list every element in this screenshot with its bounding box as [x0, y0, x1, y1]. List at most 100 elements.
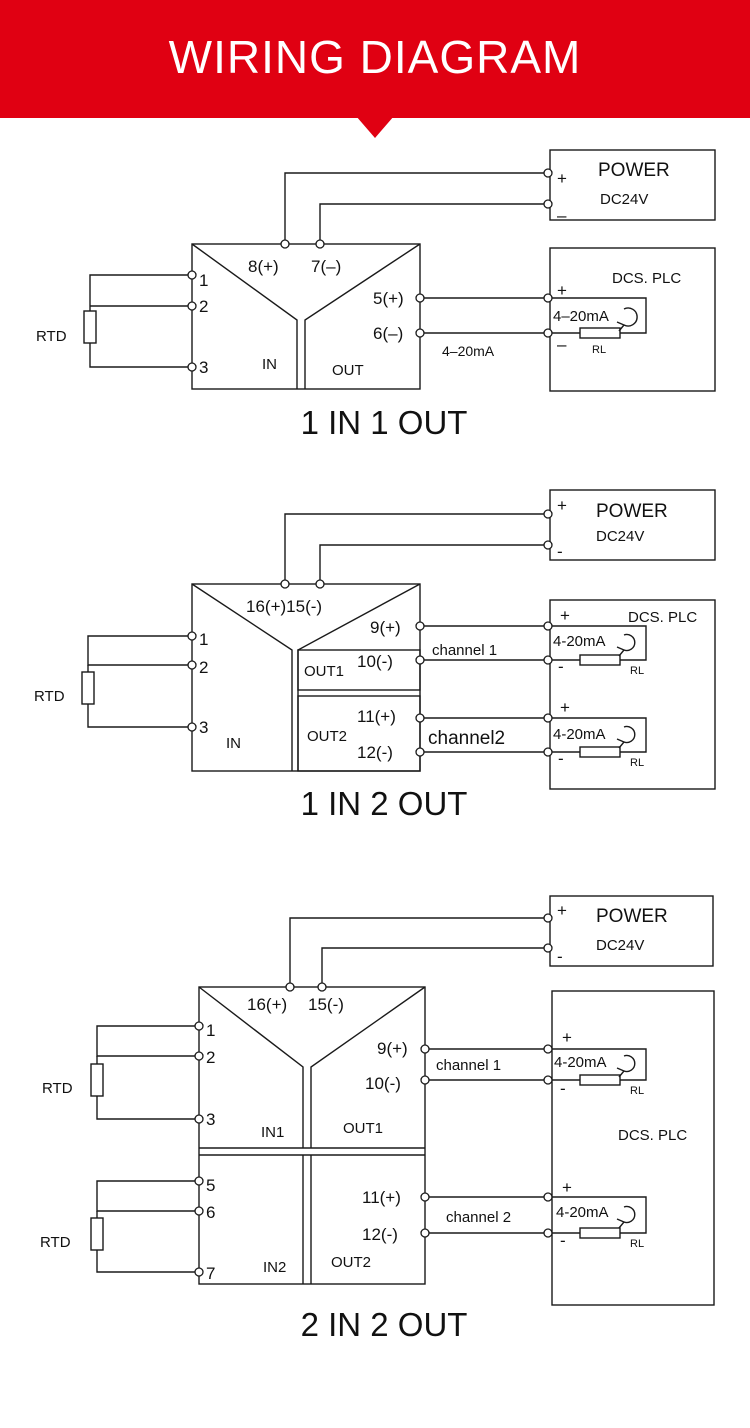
current-label: 4-20mA	[553, 726, 606, 743]
terminal-6	[415, 328, 425, 338]
current-arrow	[623, 1205, 636, 1224]
dcs-plc-box	[551, 990, 715, 1306]
current-arrow	[616, 646, 626, 657]
terminal-7	[194, 1267, 204, 1277]
terminal-10-label: 10(-)	[365, 1074, 401, 1093]
terminal	[543, 168, 553, 178]
terminal-5	[194, 1176, 204, 1186]
rl-label: RL	[630, 1238, 644, 1250]
rtd-wire	[87, 635, 188, 666]
rl-label: RL	[630, 757, 644, 769]
current-arrow	[616, 1067, 626, 1078]
terminal-10	[415, 655, 425, 665]
rtd-resistor	[81, 671, 95, 705]
power-plus-wire	[284, 513, 548, 583]
terminal	[543, 943, 553, 953]
loop-wire	[552, 1196, 647, 1234]
current-arrow	[616, 1218, 626, 1229]
terminal-12	[415, 747, 425, 757]
current-label: 4-20mA	[553, 633, 606, 650]
current-arrow	[616, 321, 626, 332]
power-plus-wire	[289, 917, 548, 986]
terminal-11-label: 11(+)	[362, 1188, 401, 1207]
terminal-6-label: 6(–)	[373, 324, 403, 343]
rtd-wire	[96, 1096, 195, 1120]
load-resistor	[579, 1074, 621, 1086]
out2-label: OUT2	[331, 1254, 371, 1271]
terminal-6	[194, 1206, 204, 1216]
terminal	[543, 1228, 553, 1238]
terminal	[543, 655, 553, 665]
power-voltage: DC24V	[596, 937, 644, 954]
power-minus-wire	[321, 947, 548, 986]
output-signal-label: 4–20mA	[442, 343, 495, 359]
dcs-plus: +	[562, 1178, 572, 1197]
in-label: IN	[262, 356, 277, 373]
terminal	[543, 509, 553, 519]
module-divider	[304, 243, 421, 389]
rtd-wire	[89, 343, 188, 368]
dcs-minus: -	[558, 749, 564, 768]
terminal-3	[187, 722, 197, 732]
terminal-2	[187, 660, 197, 670]
terminal-10-label: 10(-)	[357, 652, 393, 671]
module-divider	[191, 583, 293, 771]
terminal-1-label: 1	[199, 271, 208, 290]
power-box	[549, 895, 714, 967]
caption-1-in-2-out: 1 IN 2 OUT	[301, 785, 468, 822]
power-title: POWER	[596, 906, 668, 927]
terminal-3-label: 3	[199, 718, 208, 737]
terminal-2-label: 2	[199, 297, 208, 316]
dcs-plc-label: DCS. PLC	[628, 609, 697, 626]
power-minus: -	[557, 542, 563, 561]
terminal-9-label: 9(+)	[377, 1039, 408, 1058]
page-title: WIRING DIAGRAM	[168, 31, 582, 83]
terminal-10	[420, 1075, 430, 1085]
terminal	[543, 713, 553, 723]
load-resistor	[579, 654, 621, 666]
loop-wire	[552, 625, 647, 661]
terminal-15-label: 15(-)	[308, 995, 344, 1014]
power-plus: +	[557, 496, 567, 515]
terminal-12	[420, 1228, 430, 1238]
terminal	[543, 1044, 553, 1054]
power-title: POWER	[598, 160, 670, 181]
loop-wire	[552, 1048, 647, 1081]
load-resistor	[579, 746, 621, 758]
dcs-plus: +	[560, 606, 570, 625]
rtd-wire	[96, 1180, 195, 1212]
terminal-8-label: 8(+)	[248, 257, 279, 276]
dcs-plc-box	[549, 247, 716, 392]
terminal-11	[420, 1192, 430, 1202]
rtd-wire	[87, 704, 188, 728]
banner-notch	[356, 116, 394, 138]
terminal-3-label: 3	[199, 358, 208, 377]
current-arrow	[616, 738, 626, 749]
module-divider	[191, 243, 298, 389]
rl-label: RL	[630, 665, 644, 677]
terminal-7-label: 7	[206, 1264, 215, 1283]
terminal-9	[420, 1044, 430, 1054]
rtd-wire	[96, 1250, 195, 1273]
rtd-1-label: RTD	[42, 1080, 73, 1097]
current-arrow	[623, 725, 636, 744]
terminal-1-label: 1	[206, 1021, 215, 1040]
load-resistor	[579, 1227, 621, 1239]
channel-2-label: channel 2	[446, 1209, 511, 1226]
power-plus: +	[557, 901, 567, 920]
dcs-plc-box	[549, 599, 716, 790]
module-body	[198, 986, 426, 1285]
in1-label: IN1	[261, 1124, 284, 1141]
rtd-resistor	[90, 1063, 104, 1097]
terminal	[543, 328, 553, 338]
current-label: 4–20mA	[553, 308, 609, 325]
dcs-minus: -	[558, 657, 564, 676]
dcs-plus: +	[562, 1028, 572, 1047]
dcs-plus: +	[560, 698, 570, 717]
module-divider	[310, 986, 426, 1148]
current-arrow	[623, 1054, 636, 1073]
terminal-7	[315, 239, 325, 249]
terminal-9-label: 9(+)	[370, 618, 401, 637]
power-minus-wire	[319, 544, 548, 583]
